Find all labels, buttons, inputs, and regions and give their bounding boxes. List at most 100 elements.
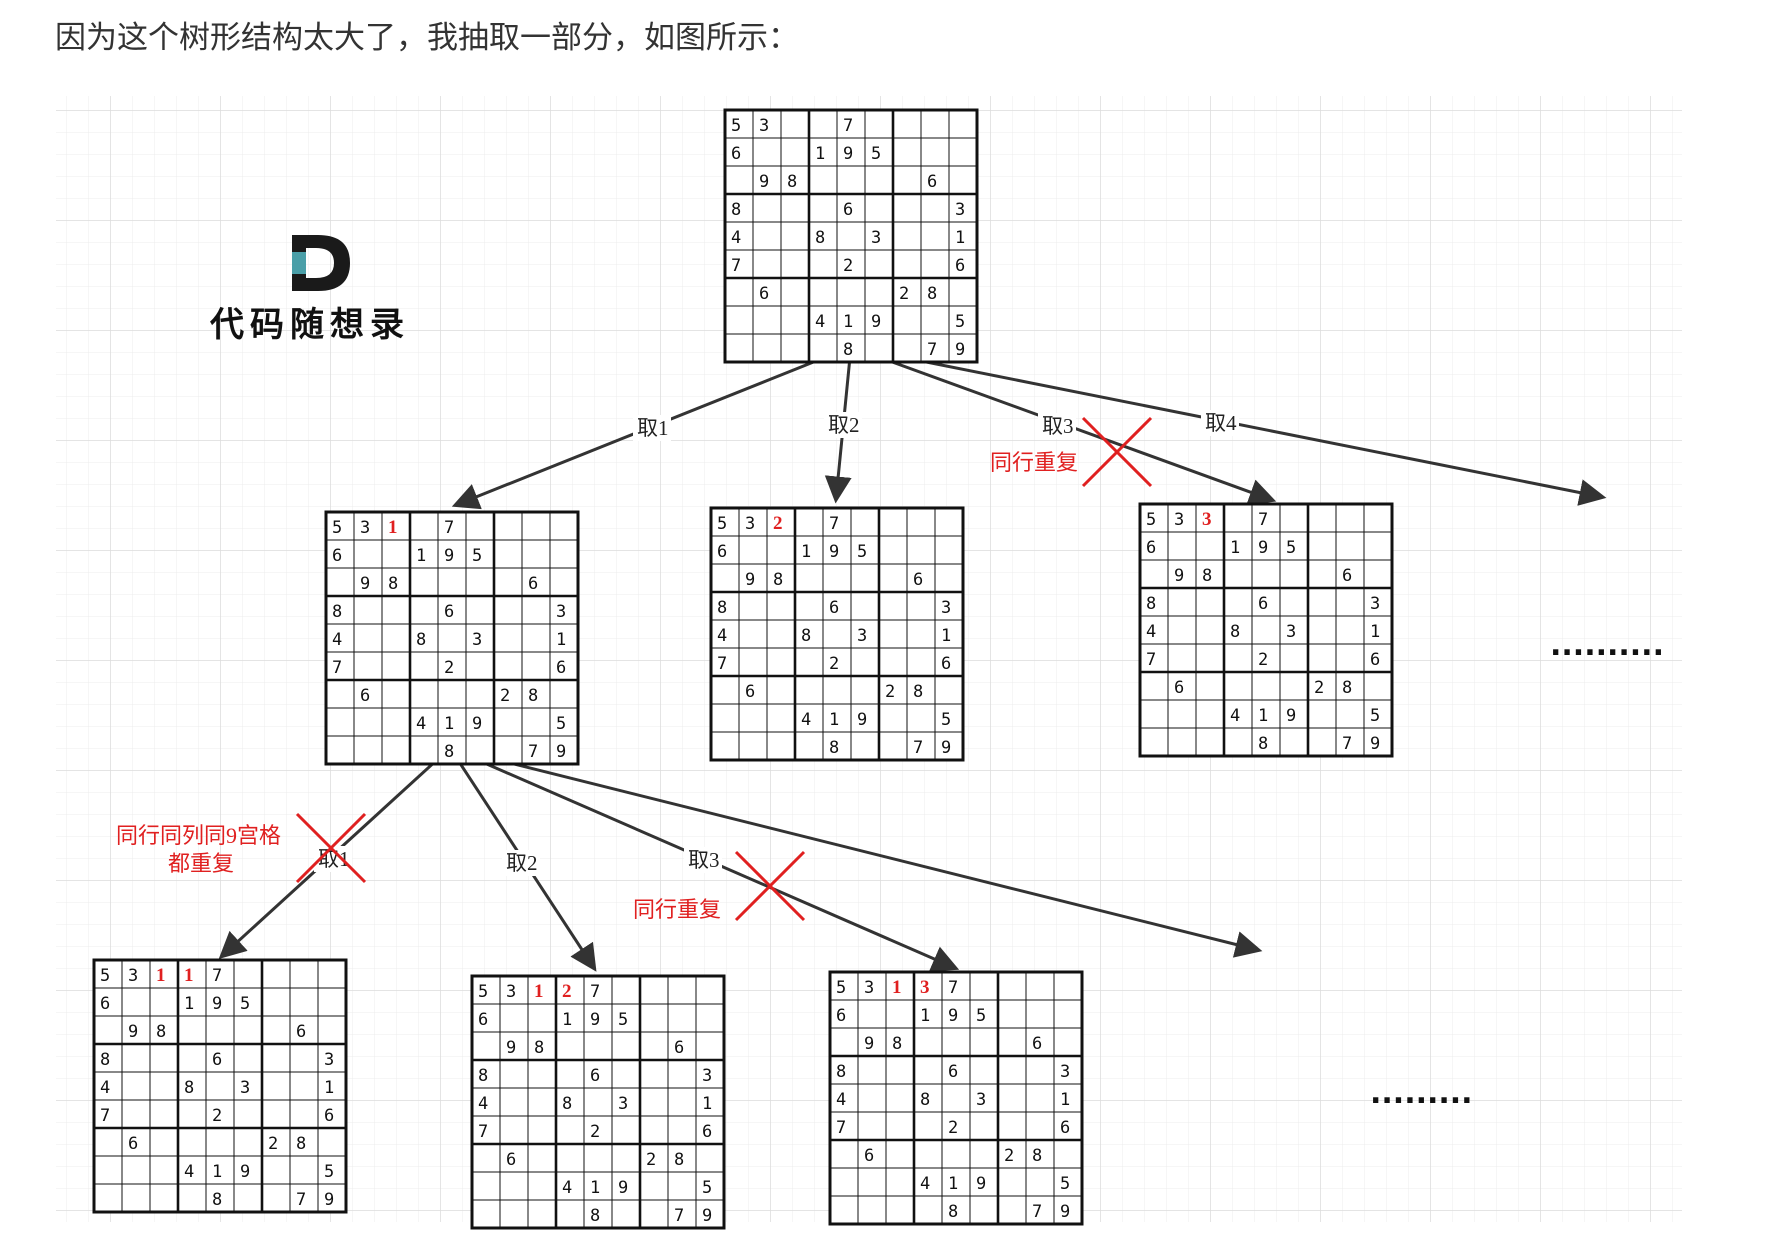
- cell-given-digit: 3: [745, 514, 755, 534]
- cell-given-digit: 7: [829, 514, 839, 534]
- cell-given-digit: 3: [857, 626, 867, 646]
- cell-given-digit: 9: [128, 1022, 138, 1042]
- cell-given-digit: 2: [500, 686, 510, 706]
- cell-given-digit: 7: [843, 116, 853, 136]
- cell-given-digit: 1: [444, 714, 454, 734]
- cell-given-digit: 3: [324, 1050, 334, 1070]
- note-all-duplicate-line2: 都重复: [168, 851, 234, 876]
- cell-given-digit: 9: [864, 1034, 874, 1054]
- edge-label: 取1: [637, 416, 669, 440]
- cell-given-digit: 3: [240, 1078, 250, 1098]
- cell-given-digit: 5: [478, 982, 488, 1002]
- cell-given-digit: 6: [506, 1150, 516, 1170]
- cell-given-digit: 3: [759, 116, 769, 136]
- cell-given-digit: 1: [955, 228, 965, 248]
- cell-given-digit: 5: [324, 1162, 334, 1182]
- cell-given-digit: 7: [836, 1118, 846, 1138]
- cell-given-digit: 8: [1342, 678, 1352, 698]
- cell-given-digit: 8: [773, 570, 783, 590]
- edge-arrow: [449, 746, 1263, 958]
- tree-edge-1: 取2: [824, 346, 862, 504]
- crosses-layer: [295, 416, 1153, 922]
- cell-given-digit: 6: [836, 1006, 846, 1026]
- tree-edge-3: 取4: [850, 345, 1607, 506]
- cell-given-digit: 5: [731, 116, 741, 136]
- cell-given-digit: 6: [1174, 678, 1184, 698]
- cell-given-digit: 8: [948, 1202, 958, 1222]
- cell-given-digit: 6: [128, 1134, 138, 1154]
- cell-given-digit: 6: [100, 994, 110, 1014]
- cell-given-digit: 6: [948, 1062, 958, 1082]
- cross-stroke: [295, 812, 367, 884]
- edge-label: 取3: [1042, 414, 1074, 438]
- cell-given-digit: 4: [100, 1078, 110, 1098]
- cell-given-digit: 6: [955, 256, 965, 276]
- cell-given-digit: 8: [444, 742, 454, 762]
- cell-given-digit: 4: [562, 1178, 572, 1198]
- cell-given-digit: 8: [562, 1094, 572, 1114]
- board-border: [324, 510, 580, 766]
- cell-given-digit: 6: [1032, 1034, 1042, 1054]
- cell-given-digit: 8: [388, 574, 398, 594]
- cell-given-digit: 9: [1258, 538, 1268, 558]
- cell-given-digit: 4: [815, 312, 825, 332]
- tree-edge-4: 取1: [218, 746, 452, 960]
- cell-tried-digit: 3: [920, 977, 930, 998]
- cell-given-digit: 1: [801, 542, 811, 562]
- cell-given-digit: 5: [556, 714, 566, 734]
- cell-given-digit: 9: [360, 574, 370, 594]
- cell-given-digit: 1: [416, 546, 426, 566]
- cell-given-digit: 6: [296, 1022, 306, 1042]
- edge-label-bg: [824, 412, 862, 438]
- cell-given-digit: 1: [324, 1078, 334, 1098]
- ellipsis-level2: .........: [1370, 1076, 1473, 1111]
- cell-given-digit: 6: [478, 1010, 488, 1030]
- cell-tried-digit: 1: [892, 977, 902, 998]
- board-border: [92, 958, 348, 1214]
- cell-given-digit: 7: [717, 654, 727, 674]
- cell-given-digit: 8: [528, 686, 538, 706]
- edge-label-bg: [1201, 410, 1239, 436]
- cell-tried-digit: 2: [773, 513, 783, 534]
- cell-given-digit: 6: [556, 658, 566, 678]
- cell-given-digit: 4: [332, 630, 342, 650]
- cell-given-digit: 8: [801, 626, 811, 646]
- intro-text: 因为这个树形结构太大了，我抽取一部分，如图所示：: [55, 20, 799, 56]
- cell-given-digit: 1: [1230, 538, 1240, 558]
- cell-given-digit: 2: [268, 1134, 278, 1154]
- cell-given-digit: 2: [1314, 678, 1324, 698]
- cell-given-digit: 8: [332, 602, 342, 622]
- cell-given-digit: 9: [871, 312, 881, 332]
- cell-given-digit: 8: [156, 1022, 166, 1042]
- cell-given-digit: 5: [941, 710, 951, 730]
- cell-given-digit: 9: [702, 1206, 712, 1226]
- cell-given-digit: 9: [1060, 1202, 1070, 1222]
- tree-edge-5: 取2: [448, 747, 597, 972]
- cell-given-digit: 8: [212, 1190, 222, 1210]
- board-border: [470, 974, 726, 1230]
- cell-given-digit: 9: [444, 546, 454, 566]
- cell-tried-digit: 1: [534, 981, 544, 1002]
- cell-given-digit: 9: [324, 1190, 334, 1210]
- board-background: [725, 110, 977, 362]
- cell-given-digit: 4: [836, 1090, 846, 1110]
- cell-given-digit: 6: [745, 682, 755, 702]
- edge-label-bg: [633, 415, 671, 441]
- cell-given-digit: 5: [1146, 510, 1156, 530]
- tree-edge-2: 取3: [850, 345, 1277, 506]
- cell-given-digit: 8: [892, 1034, 902, 1054]
- cell-given-digit: 4: [801, 710, 811, 730]
- cell-given-digit: 8: [927, 284, 937, 304]
- cell-given-digit: 1: [562, 1010, 572, 1030]
- cell-given-digit: 3: [864, 978, 874, 998]
- cell-given-digit: 6: [444, 602, 454, 622]
- cell-given-digit: 8: [731, 200, 741, 220]
- cell-given-digit: 1: [829, 710, 839, 730]
- board-border: [723, 108, 979, 364]
